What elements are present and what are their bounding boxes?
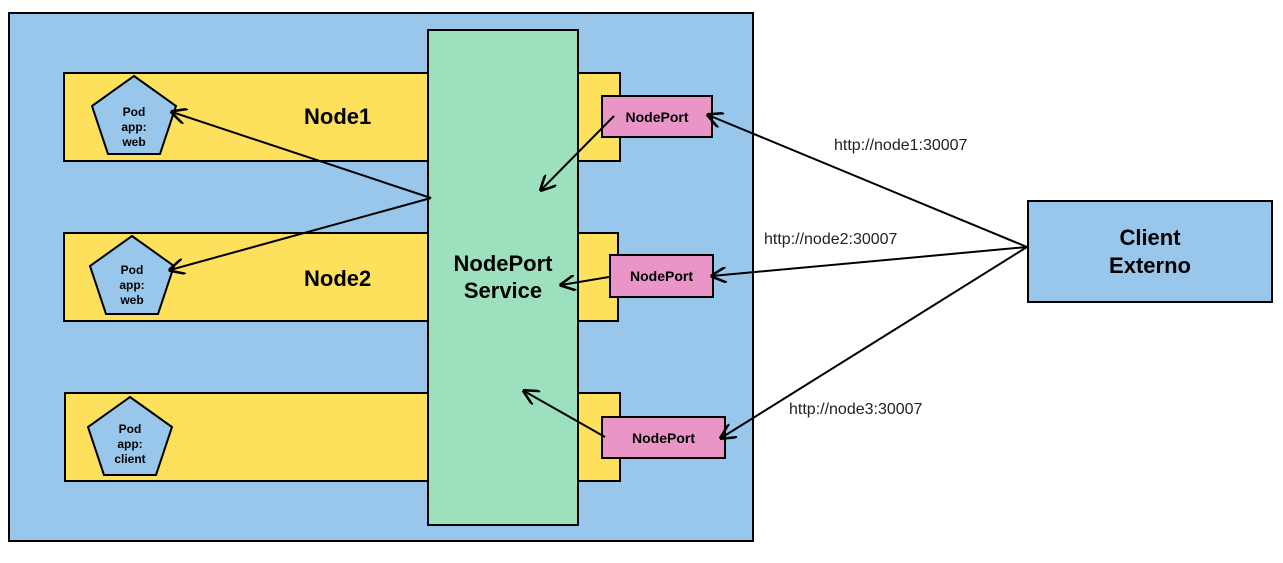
arrow-client-to-nodeport1 bbox=[708, 115, 1028, 248]
pod-label-key: app: bbox=[119, 278, 145, 292]
url-node1: http://node1:30007 bbox=[834, 137, 968, 154]
client-label-line1: Client bbox=[1119, 224, 1181, 250]
url-node2: http://node2:30007 bbox=[764, 231, 898, 248]
pod-web-1: Pod app: web bbox=[88, 72, 180, 160]
arrow-nodeport2-to-service bbox=[561, 277, 610, 285]
pod-title: Pod bbox=[118, 422, 142, 436]
nodeport-service-label: NodePort Service bbox=[427, 250, 579, 304]
pod-label-value: client bbox=[114, 452, 146, 466]
arrow-service-to-pod1 bbox=[172, 112, 432, 199]
arrow-client-to-nodeport2 bbox=[712, 246, 1028, 276]
nodeport-3: NodePort bbox=[601, 416, 726, 459]
arrow-nodeport1-to-service bbox=[541, 115, 615, 190]
client-label-line2: Externo bbox=[1109, 252, 1191, 278]
arrow-client-to-nodeport3 bbox=[721, 246, 1028, 438]
pod-web-2: Pod app: web bbox=[86, 232, 178, 320]
node1-label: Node1 bbox=[304, 104, 372, 129]
node2-label: Node2 bbox=[304, 266, 372, 291]
pentagon-icon bbox=[90, 74, 178, 155]
nodeport-2: NodePort bbox=[609, 254, 714, 298]
pod-title: Pod bbox=[122, 105, 146, 119]
client-externo-box: Client Externo bbox=[1027, 200, 1273, 303]
service-label-line2: Service bbox=[463, 278, 543, 303]
arrow-service-to-pod2 bbox=[170, 197, 432, 270]
pod-client: Pod app: client bbox=[84, 393, 176, 481]
pentagon-icon bbox=[86, 395, 174, 476]
pod-title: Pod bbox=[120, 263, 144, 277]
service-label-line1: NodePort bbox=[453, 251, 553, 276]
url-node3: http://node3:30007 bbox=[789, 401, 923, 418]
pod-label-value: web bbox=[120, 293, 144, 307]
arrow-nodeport3-to-service bbox=[524, 391, 606, 438]
pod-label-key: app: bbox=[121, 120, 147, 134]
nodeport-service-box bbox=[427, 29, 579, 526]
pod-label-key: app: bbox=[117, 437, 143, 451]
pod-label-value: web bbox=[122, 135, 146, 149]
